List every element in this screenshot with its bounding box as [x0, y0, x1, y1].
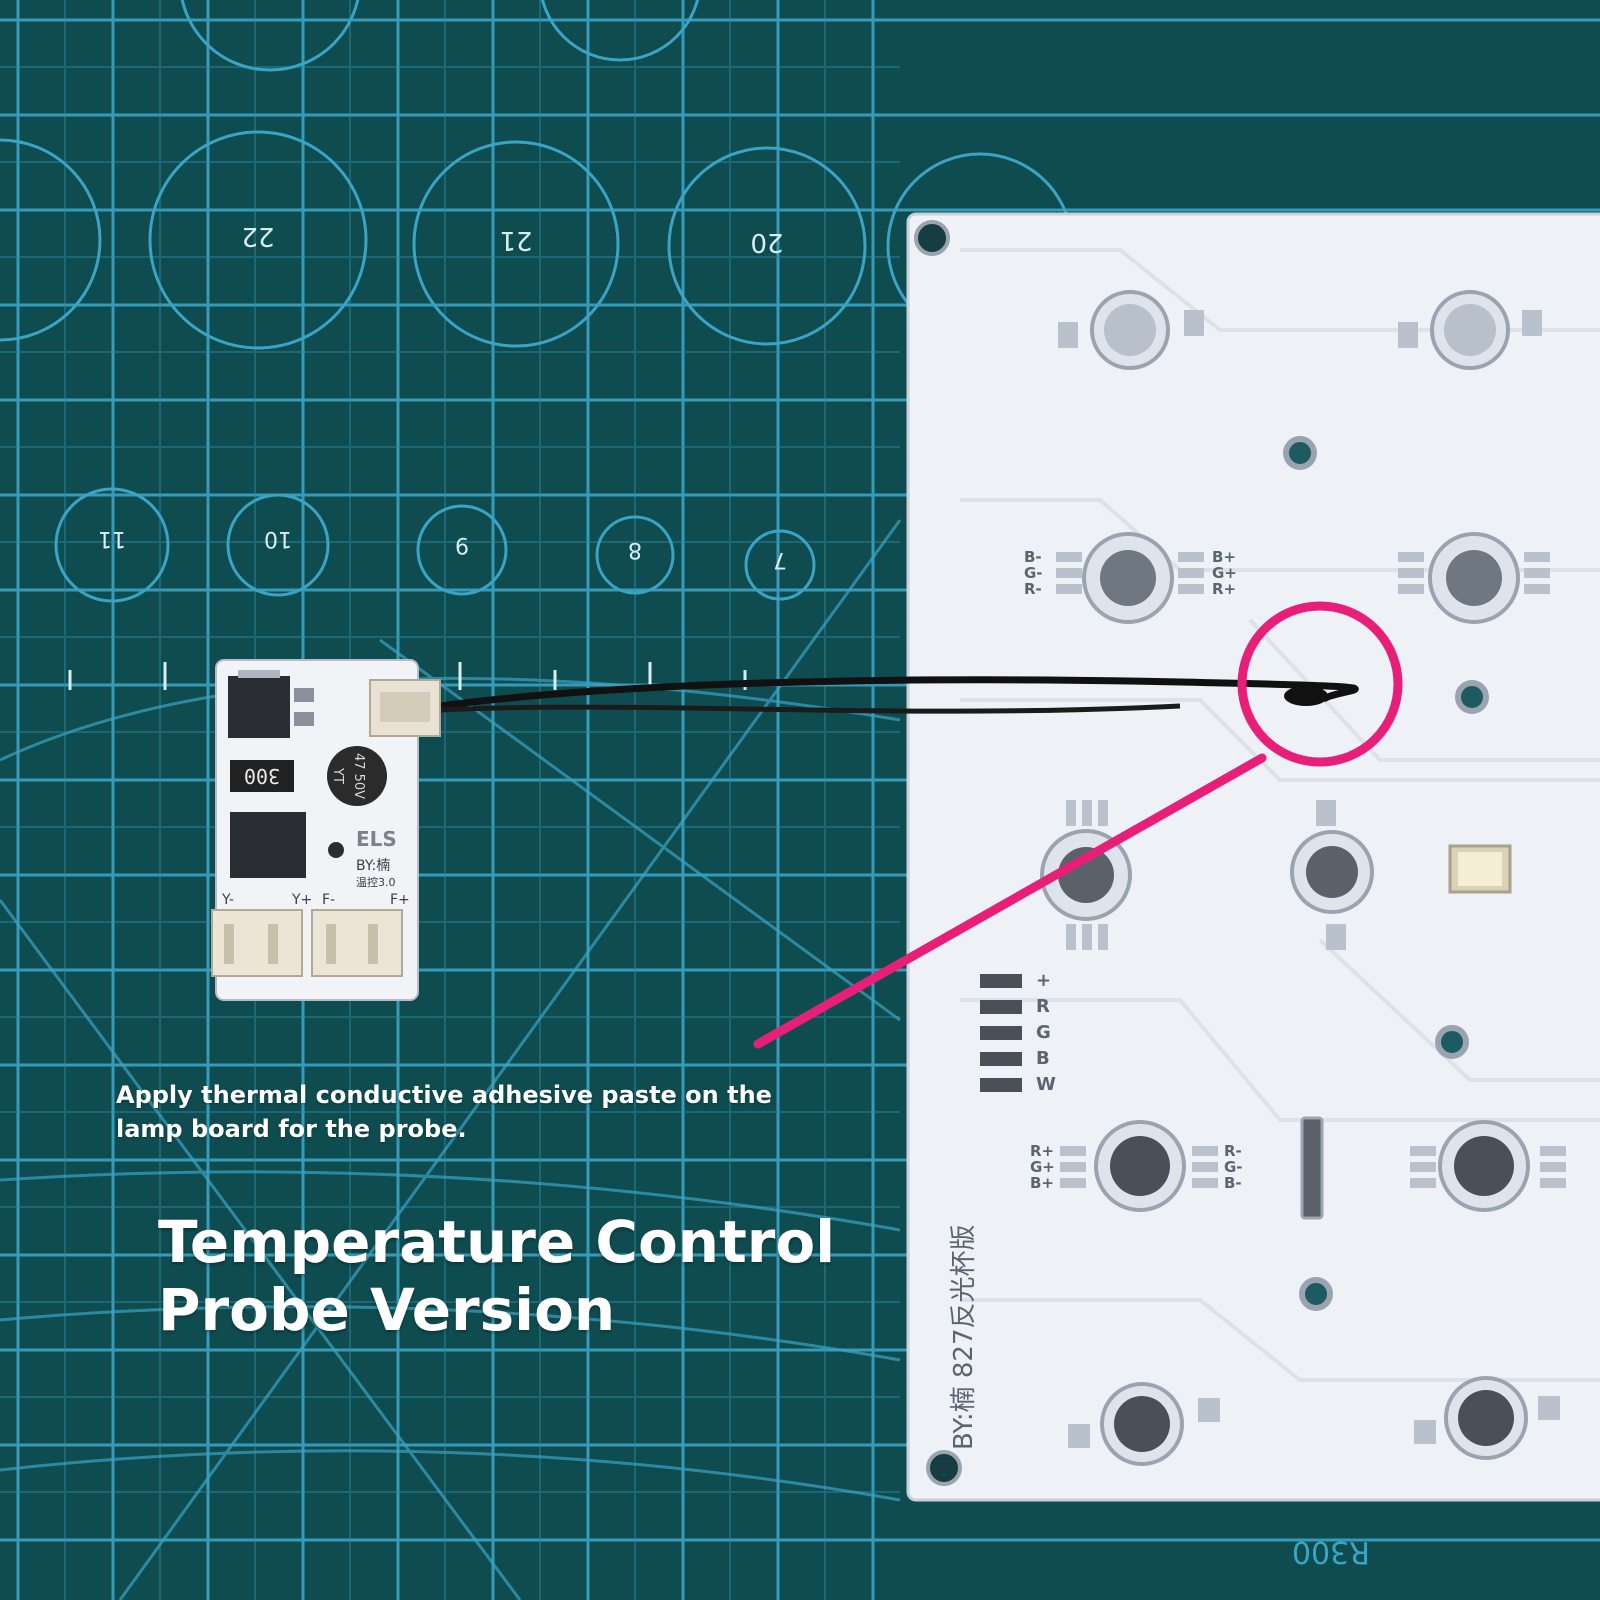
circle-label-11: 11 [98, 526, 126, 551]
pin-label-y-minus: Y- [221, 892, 234, 908]
circle-label-21: 21 [499, 225, 532, 255]
label-b-plus-top: B+ [1212, 548, 1236, 566]
lamp-board: B+ G+ R+ B- G- R- + R G B W R+ G+ B+ R- … [906, 212, 1600, 1502]
instruction-caption: Apply thermal conductive adhesive paste … [116, 1081, 772, 1143]
ruler-label: R300 [1292, 1534, 1370, 1569]
label-g-plus-low: G+ [1030, 1158, 1055, 1176]
label-g-minus-top: G- [1024, 564, 1043, 582]
ruler-ticks [68, 662, 747, 690]
label-r-minus-top: R- [1024, 580, 1042, 598]
silkscreen: B+ G+ R+ B- G- R- + R G B W R+ G+ B+ R- … [949, 548, 1243, 1450]
probe-highlight [753, 601, 1403, 1049]
lamp-board-side-text: BY:楠 827反光杯版 [949, 1225, 979, 1451]
mat-circle-labels: 22 21 20 11 10 9 8 7 [98, 221, 787, 572]
label-g-minus-low: G- [1224, 1158, 1243, 1176]
circle-label-7: 7 [773, 547, 787, 572]
capacitor [327, 746, 387, 806]
circle-label-8: 8 [628, 537, 642, 562]
pin-label-f-plus: F+ [390, 892, 410, 908]
highlight-circle [1237, 601, 1403, 767]
circle-label-10: 10 [264, 526, 292, 551]
module-brand: ELS [356, 827, 397, 851]
label-rgbw-plus: + [1036, 970, 1051, 991]
mat-circles [0, 0, 1074, 603]
product-title: Temperature Control Probe Version [158, 1208, 878, 1344]
capacitor-text: 47 50V [351, 753, 366, 799]
module-by-label: BY:楠 [356, 858, 390, 874]
resistor [230, 760, 294, 792]
label-rgbw-g: G [1036, 1022, 1051, 1043]
label-b-plus-low: B+ [1030, 1174, 1054, 1192]
resistor-code: 300 [244, 764, 280, 788]
mosfet-top [228, 676, 290, 738]
module-version-label: 温控3.0 [356, 875, 396, 889]
circle-label-20: 20 [750, 227, 783, 257]
temp-control-module: 300 47 50V YT ELS BY:楠 温控3.0 Y- Y+ F- F+ [211, 659, 441, 1001]
title-line-2: Probe Version [158, 1276, 616, 1344]
rgbw-pads [980, 974, 1022, 1092]
solder-pads [1056, 310, 1566, 1448]
label-rgbw-w: W [1036, 1074, 1056, 1095]
thermistor-probe-tip [1284, 686, 1328, 706]
led-array [1040, 290, 1530, 1466]
label-g-plus-top: G+ [1212, 564, 1237, 582]
label-rgbw-b: B [1036, 1048, 1050, 1069]
label-b-minus-top: B- [1024, 548, 1042, 566]
probe-cable [439, 676, 1359, 714]
circle-label-9: 9 [455, 532, 469, 557]
label-r-plus-top: R+ [1212, 580, 1236, 598]
label-r-minus-low: R- [1224, 1142, 1242, 1160]
mosfet-bottom [230, 812, 306, 878]
circle-label-22: 22 [241, 221, 274, 251]
highlight-pointer [753, 753, 1267, 1049]
label-b-minus-low: B- [1224, 1174, 1242, 1192]
pin-label-y-plus: Y+ [291, 892, 312, 908]
label-r-plus-low: R+ [1030, 1142, 1054, 1160]
title-line-1: Temperature Control [158, 1208, 836, 1276]
capacitor-brand: YT [330, 767, 345, 784]
label-rgbw-r: R [1036, 996, 1050, 1017]
pin-label-f-minus: F- [322, 892, 335, 908]
connector-f [311, 909, 403, 977]
